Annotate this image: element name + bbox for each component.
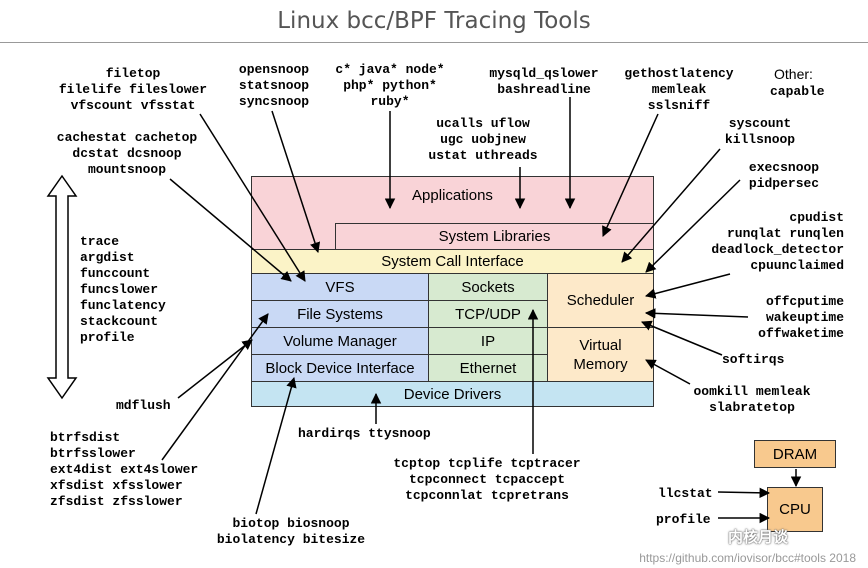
cpu-box: CPU — [767, 487, 823, 532]
ip-label: IP — [480, 332, 496, 350]
arrow-biotop — [255, 376, 297, 515]
device-drivers-label: Device Drivers — [403, 385, 502, 403]
tools-llcstat: llcstat — [658, 486, 713, 501]
ethernet-label: Ethernet — [459, 359, 517, 377]
vfs-label: VFS — [325, 278, 355, 296]
tools-ucalls: ucalls uflow ugc uobjnew ustat uthreads — [428, 116, 538, 163]
ethernet-layer: Ethernet — [428, 354, 548, 382]
virtual-memory-label: Virtual Memory — [573, 336, 628, 373]
arrow-cpudist — [644, 273, 731, 299]
volume-manager-label: Volume Manager — [283, 332, 397, 350]
arrow-llcstat — [717, 487, 771, 499]
arrow-filetop — [199, 113, 306, 282]
tools-btrfsdist: btrfsdist btrfsslower ext4dist ext4slowe… — [50, 430, 199, 509]
source-footer: https://github.com/iovisor/bcc#tools 201… — [639, 551, 856, 565]
tools-trace: trace argdist funccount funcslower funcl… — [80, 234, 166, 345]
tools-syscount: syscount killsnoop — [724, 116, 796, 147]
tools-cpudist: cpudist runqlat runqlen deadlock_detecto… — [711, 210, 844, 273]
arrow-gethostlatency — [602, 113, 659, 237]
applications-label: Applications — [412, 187, 493, 204]
tools-cachestat: cachestat cachetop dcstat dcsnoop mounts… — [56, 130, 198, 177]
dram-label: DRAM — [772, 445, 818, 463]
virtual-memory-layer: Virtual Memory — [547, 327, 654, 382]
block-device-interface-layer: Block Device Interface — [251, 354, 429, 382]
dram-box: DRAM — [754, 440, 836, 468]
system-libraries-label: System Libraries — [438, 228, 551, 245]
tools-biotop: biotop biosnoop biolatency bitesize — [216, 516, 366, 547]
scheduler-layer: Scheduler — [547, 273, 654, 328]
watermark: 内核月谈 — [728, 528, 789, 546]
block-device-interface-label: Block Device Interface — [265, 359, 415, 377]
arrow-btrfsdist — [161, 313, 269, 461]
tools-filetop: filetop filelife fileslower vfscount vfs… — [58, 66, 208, 113]
system-libraries-layer: System Libraries — [335, 223, 654, 250]
tools-mysqld: mysqld_qslower bashreadline — [489, 66, 599, 97]
syscall-interface-label: System Call Interface — [381, 253, 524, 270]
arrow-offcputime — [644, 308, 749, 319]
tools-execsnoop: execsnoop pidpersec — [748, 160, 820, 191]
tools-profile-cpu: profile — [656, 512, 711, 527]
arrow-softirqs — [641, 320, 723, 356]
title-divider — [0, 42, 868, 43]
tools-softirqs: softirqs — [722, 352, 785, 367]
stack-double-arrow — [46, 174, 78, 400]
arrow-opensnoop — [271, 110, 321, 253]
tools-hardirqs: hardirqs ttysnoop — [298, 426, 431, 441]
tools-gethostlatency: gethostlatency memleak sslsniff — [624, 66, 734, 113]
tools-tcptop: tcptop tcplife tcptracer tcpconnect tcpa… — [393, 456, 581, 503]
device-drivers-layer: Device Drivers — [251, 381, 654, 407]
arrow-cachestat — [169, 178, 292, 282]
tcp-udp-label: TCP/UDP — [455, 305, 521, 323]
arrow-mdflush — [177, 339, 253, 399]
scheduler-label: Scheduler — [566, 292, 635, 309]
tools-offcputime: offcputime wakeuptime offwaketime — [758, 294, 844, 341]
arrow-execsnoop — [645, 179, 741, 273]
file-systems-layer: File Systems — [251, 300, 429, 328]
volume-manager-layer: Volume Manager — [251, 327, 429, 355]
tools-languages: c* java* node* php* python* ruby* — [335, 62, 445, 109]
tools-mdflush: mdflush — [116, 398, 171, 413]
tools-oomkill: oomkill memleak slabratetop — [693, 384, 811, 415]
diagram-title: Linux bcc/BPF Tracing Tools — [277, 8, 591, 34]
tools-other: capable — [770, 84, 825, 99]
cpu-label: CPU — [779, 501, 811, 518]
arrow-oomkill — [645, 359, 691, 385]
arrow-syscount — [621, 148, 721, 263]
sockets-label: Sockets — [461, 278, 515, 296]
sockets-layer: Sockets — [428, 273, 548, 301]
syscall-interface-layer: System Call Interface — [251, 249, 654, 274]
tools-opensnoop: opensnoop statsnoop syncsnoop — [238, 62, 310, 109]
other-label: Other: — [774, 66, 813, 82]
file-systems-label: File Systems — [297, 305, 383, 323]
